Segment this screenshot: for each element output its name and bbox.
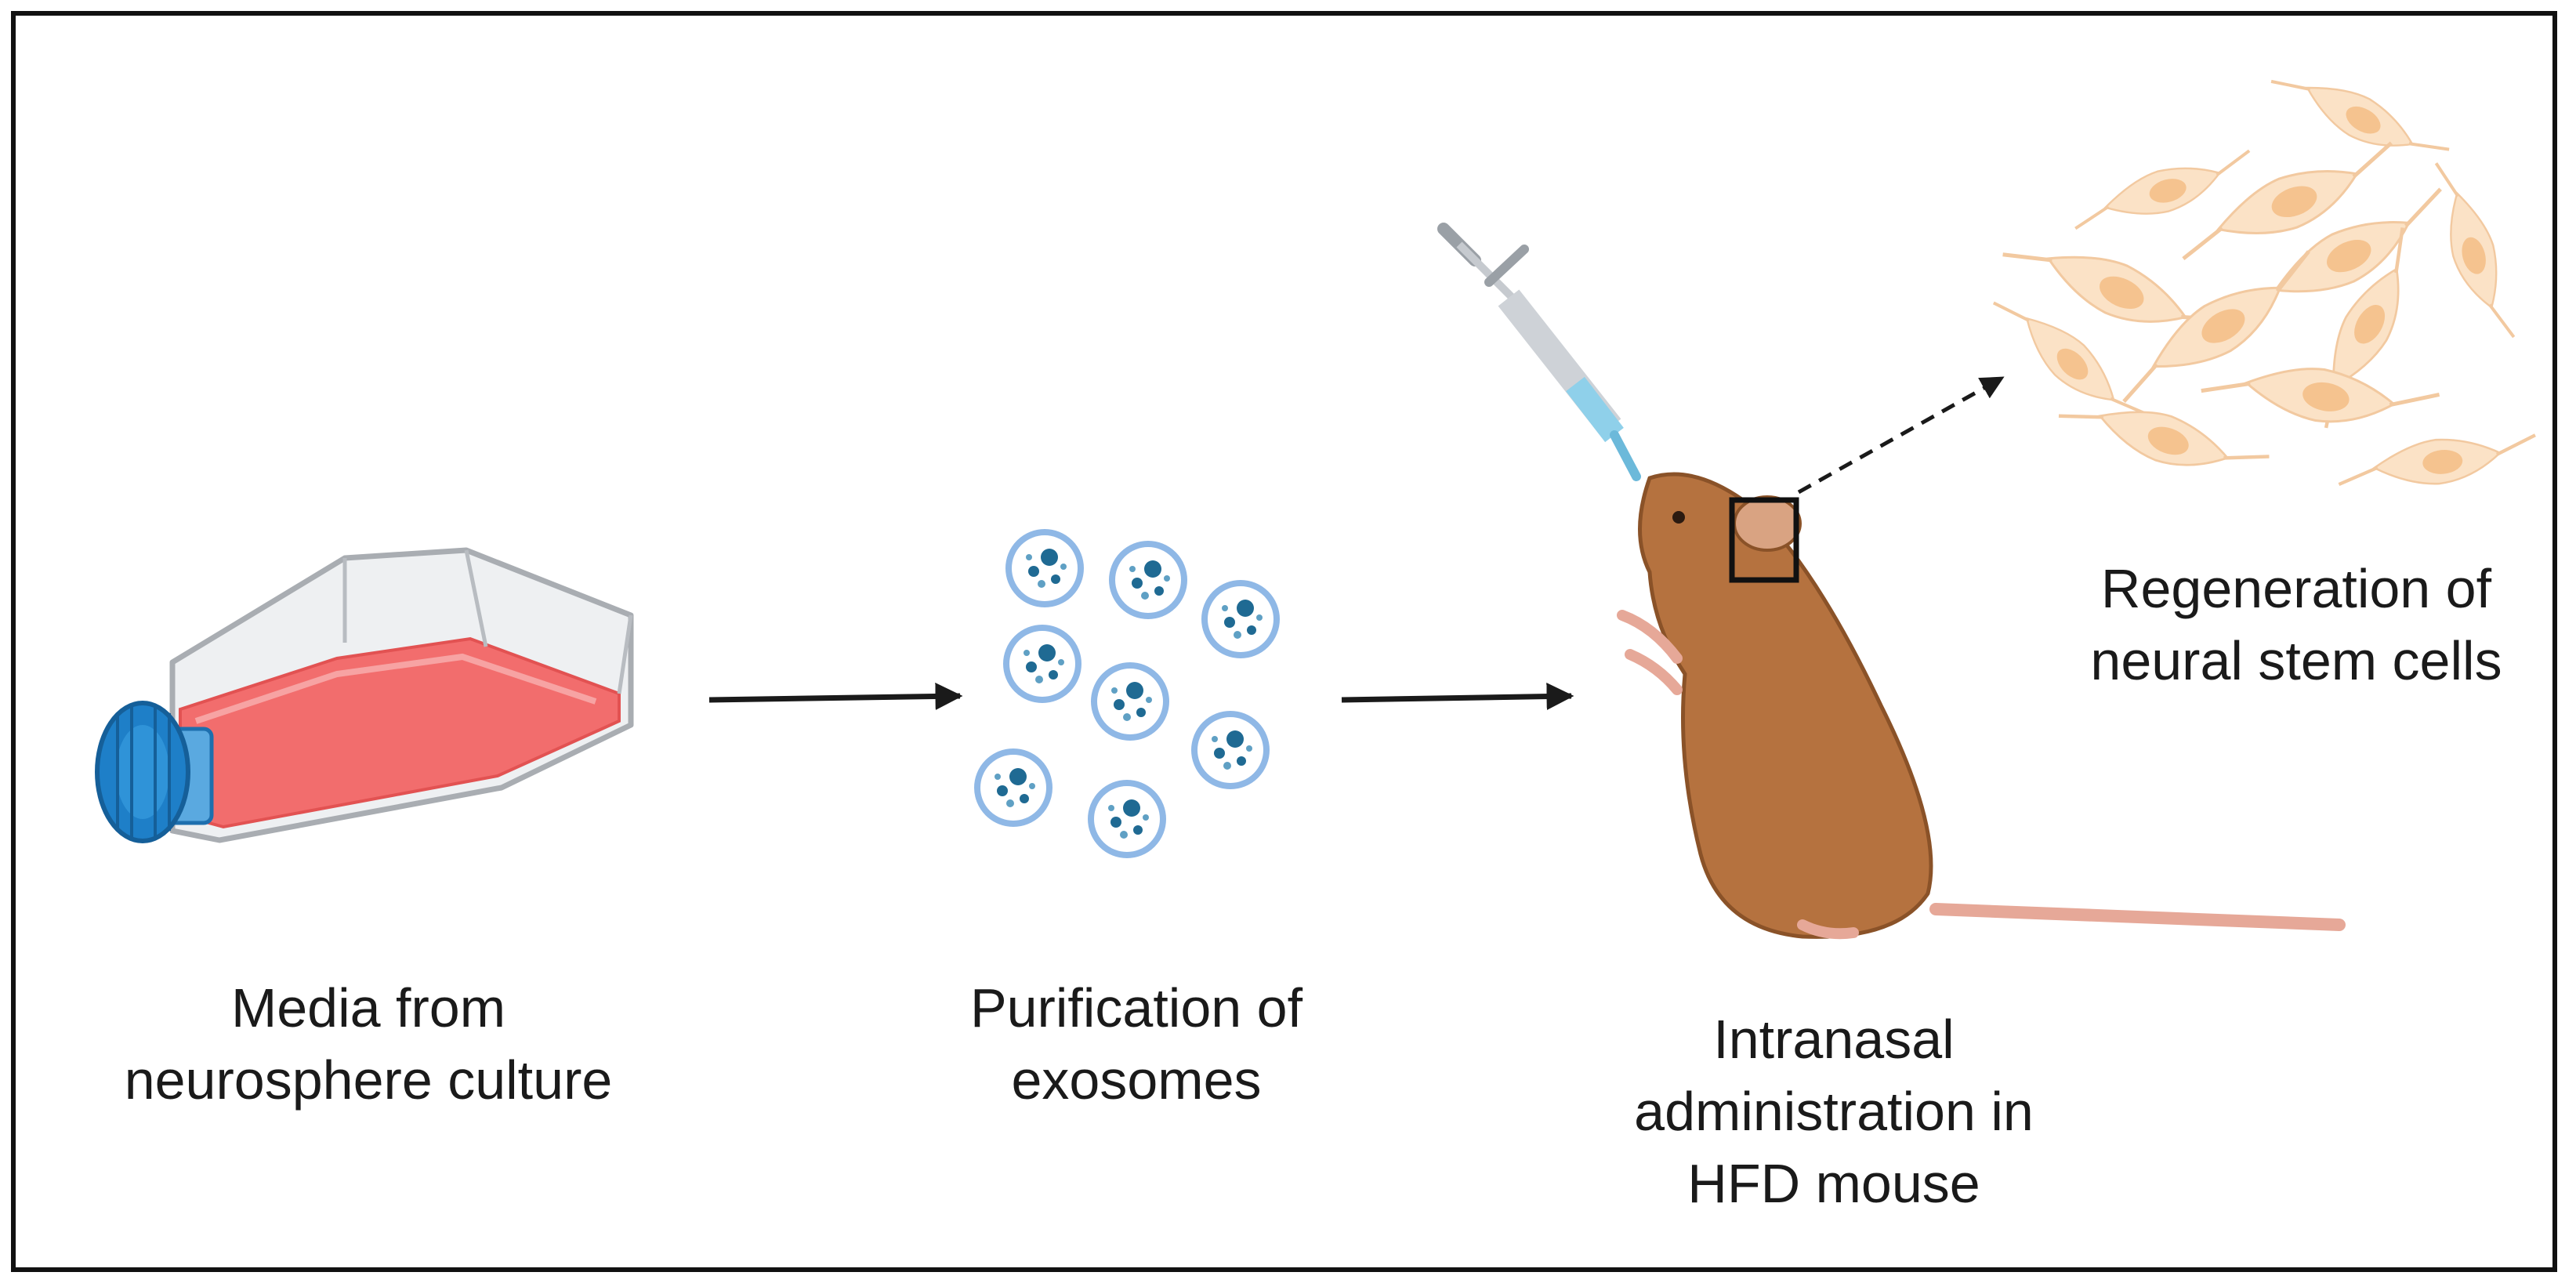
exosome-cluster-icon — [977, 532, 1277, 855]
dashed-arrow — [1797, 375, 2005, 495]
arrow-2 — [1341, 683, 1574, 711]
neural-stem-cells-icon — [1988, 52, 2538, 496]
arrow-1 — [708, 682, 963, 710]
step-4-caption: Regeneration of neural stem cells — [2090, 558, 2502, 691]
culture-flask-icon — [95, 547, 634, 843]
step-2-caption: Purification of exosomes — [969, 977, 1303, 1111]
mouse-icon — [1617, 472, 2346, 940]
syringe-icon — [1437, 223, 1641, 481]
step-3-caption: Intranasal administration in HFD mouse — [1634, 1009, 2034, 1214]
step-1-caption: Media from neurosphere culture — [124, 977, 613, 1111]
